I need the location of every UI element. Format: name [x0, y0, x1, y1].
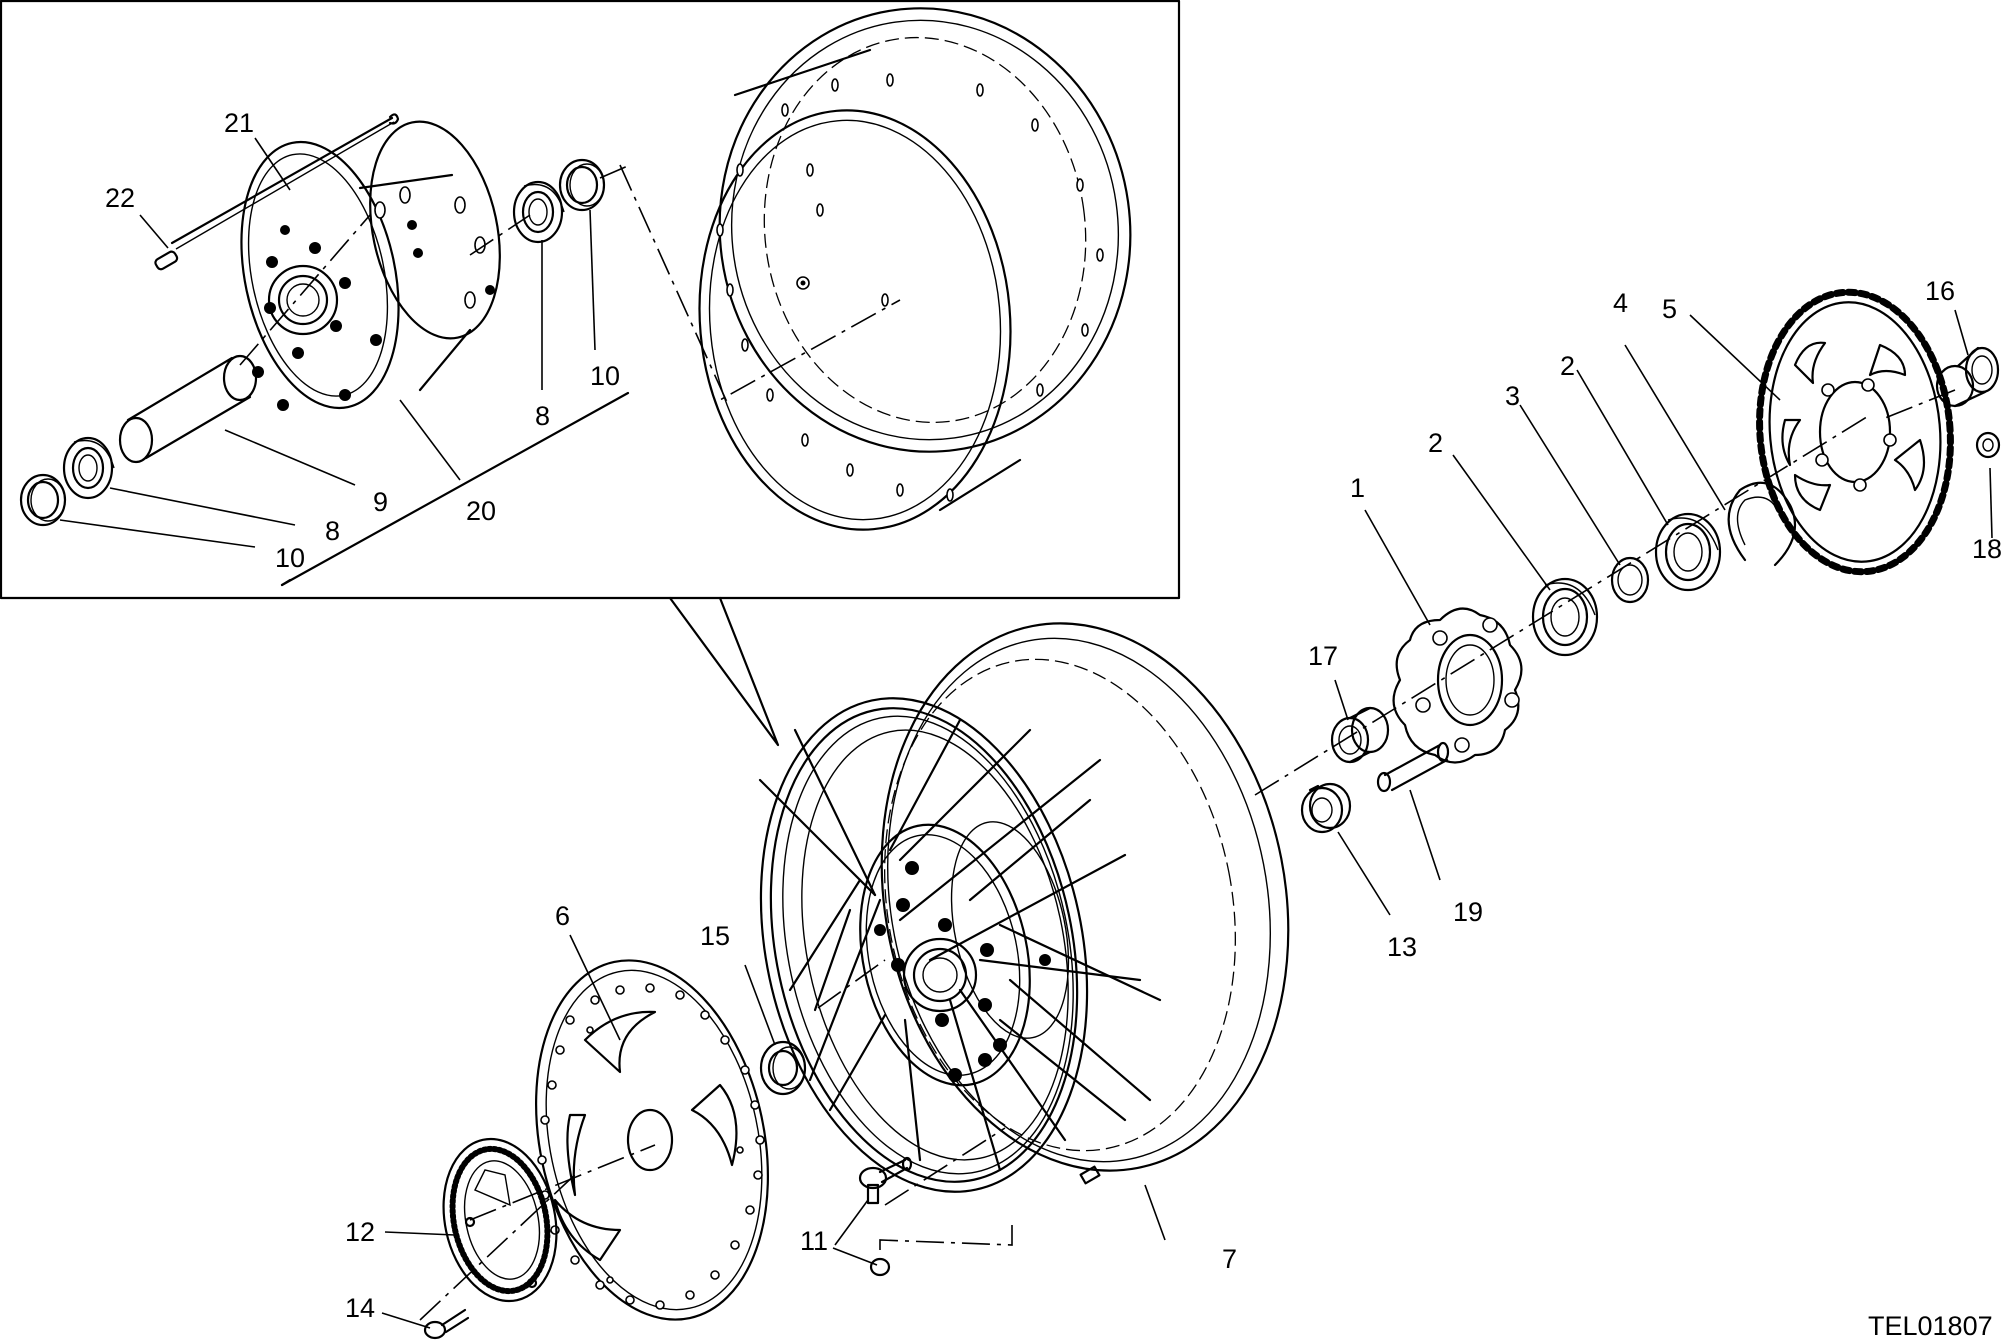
detail-inset [0, 0, 1181, 747]
callout-15: 15 [700, 921, 730, 951]
inset-pointer [668, 596, 780, 747]
callout-1: 1 [1350, 473, 1365, 503]
callout-3: 3 [1505, 381, 1520, 411]
wheel-assembly [758, 622, 1290, 1193]
part-5-rear-sprocket [1756, 288, 1954, 576]
callout-21: 21 [224, 108, 254, 138]
inset-baseline [280, 391, 630, 587]
callout-17: 17 [1308, 641, 1338, 671]
drawing-code: TEL01807 [1868, 1311, 1993, 1341]
inset-bearing-right [512, 180, 565, 244]
part-2-bearing-outer [1654, 512, 1722, 592]
callout-18: 18 [1972, 534, 2002, 564]
inset-frame [0, 0, 1181, 600]
part-19-shaft [1376, 741, 1450, 793]
callout-13: 13 [1387, 932, 1417, 962]
callout-12: 12 [345, 1217, 375, 1247]
callout-10-inset-left: 10 [275, 543, 305, 573]
part-11-valve [858, 1156, 913, 1277]
callout-16: 16 [1925, 276, 1955, 306]
callout-5: 5 [1662, 294, 1677, 324]
inset-hub [240, 120, 501, 411]
leader-lines [381, 309, 1993, 1329]
callout-8-inset-left: 8 [325, 516, 340, 546]
callout-14: 14 [345, 1293, 375, 1323]
callout-19: 19 [1453, 897, 1483, 927]
callout-8-inset-right: 8 [535, 401, 550, 431]
callout-9: 9 [373, 487, 388, 517]
inset-seal-left [19, 473, 67, 527]
callout-20: 20 [466, 496, 496, 526]
inset-spacer-tube [118, 354, 258, 464]
tire-outer [880, 622, 1290, 1172]
part-18-nut [1975, 431, 2001, 459]
callout-4: 4 [1613, 288, 1628, 318]
callout-2-inner: 2 [1428, 428, 1443, 458]
inset-spoke [154, 113, 400, 271]
callout-6: 6 [555, 901, 570, 931]
callout-10-inset-right: 10 [590, 361, 620, 391]
callout-11: 11 [800, 1226, 828, 1256]
callout-7: 7 [1222, 1244, 1237, 1274]
part-17-spacer [1330, 706, 1390, 764]
inset-seal-right [558, 158, 606, 212]
assembly-axes [419, 389, 1956, 1321]
part-15-seal [759, 1040, 807, 1096]
part-16-bushing [1935, 346, 2000, 408]
part-2-bearing-inner [1531, 577, 1599, 657]
inset-bearing-left [62, 436, 115, 500]
part-14-screw [423, 1308, 470, 1340]
part-3-ring [1610, 556, 1650, 604]
part-12-tone-ring [442, 1137, 558, 1303]
valve [1079, 1165, 1101, 1185]
callout-2-outer: 2 [1560, 351, 1575, 381]
inset-rim-axis [619, 164, 901, 401]
part-13-bearing [1300, 782, 1352, 834]
inset-rim [698, 7, 1132, 531]
rim-outer [759, 697, 1089, 1193]
part-6-brake-disc [534, 959, 770, 1321]
callout-22: 22 [105, 183, 135, 213]
part-1-sprocket-flange [1392, 607, 1523, 764]
callouts: 21 22 8 10 9 8 10 20 1 2 3 2 4 5 16 18 1… [105, 108, 2002, 1323]
